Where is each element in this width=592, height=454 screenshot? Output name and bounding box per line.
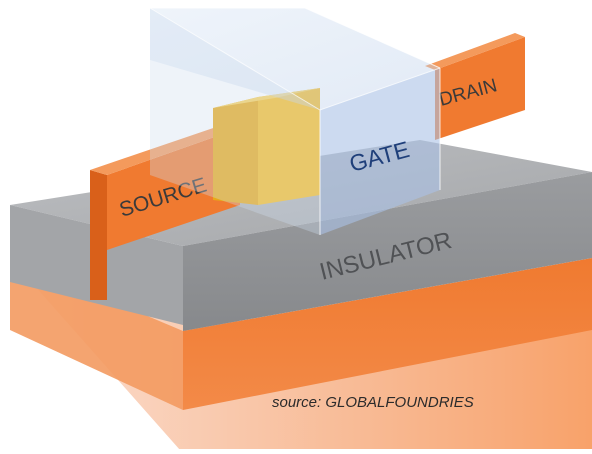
drain-fin: DRAIN [425,33,525,140]
image-caption: source: GLOBALFOUNDRIES [272,394,474,411]
gate-block: GATE [149,7,441,235]
fin-channel [213,88,320,205]
source-fin: SOURCE [90,124,240,300]
